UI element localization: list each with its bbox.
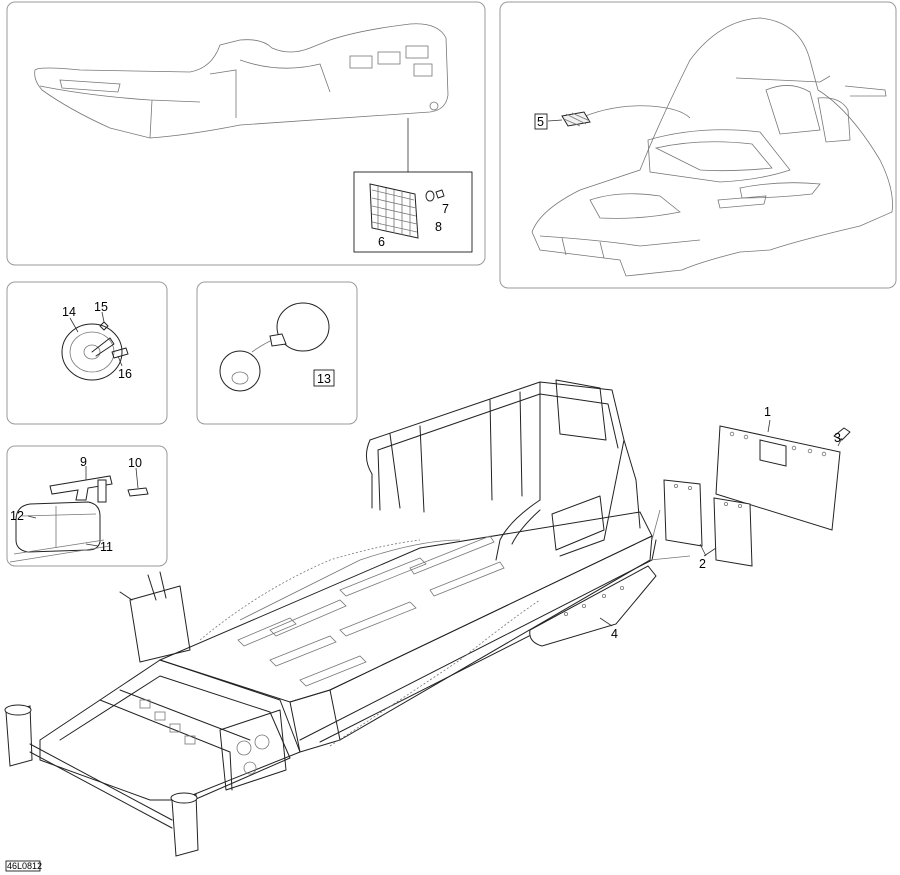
callout-9: 9: [80, 455, 87, 469]
horn-collar: [269, 333, 287, 347]
callout-6: 6: [378, 235, 385, 249]
side-flap-left: [663, 479, 703, 547]
callout-4: 4: [611, 627, 618, 641]
side-skirt: [529, 565, 657, 647]
reflector-detail-box: [353, 171, 473, 253]
panel-hood: [499, 1, 897, 289]
callout-16: 16: [118, 367, 132, 381]
callout-14-leader: [69, 317, 79, 333]
callout-2: 2: [699, 557, 706, 571]
callout-1: 1: [764, 405, 771, 419]
callout-5-box: [534, 113, 548, 130]
hood-illustration: [531, 17, 893, 277]
callout-10-leader: [135, 467, 139, 489]
reflector-washer: [425, 190, 435, 202]
reflector-detail: [353, 171, 473, 253]
wheel-nut: [99, 321, 109, 331]
bag-illustration: [9, 475, 149, 563]
callout-5: 5: [537, 115, 544, 129]
horn-illustration: [219, 302, 330, 392]
hitch-wheel-illustration: [61, 321, 129, 381]
rack-front-bracket: [129, 585, 191, 663]
callout-2b-leader: [703, 547, 717, 557]
diagram-code-box: [5, 860, 41, 872]
horn-bell: [219, 350, 261, 392]
seat-illustration: [34, 23, 449, 139]
cargo-rack-illustration: [4, 379, 657, 857]
side-flap-right: [713, 497, 753, 567]
callout-1-leader: [767, 419, 771, 433]
callout-16-leader: [117, 355, 123, 367]
wheel-bolt: [111, 347, 129, 359]
bag-pin: [127, 487, 149, 497]
reflector-screw: [435, 189, 445, 199]
callout-13-box: [313, 369, 335, 387]
callout-4-leader: [599, 617, 613, 627]
callout-8: 8: [435, 220, 442, 234]
callout-3-leader: [837, 437, 843, 447]
horn-bulb: [276, 302, 330, 352]
callout-11-leader: [85, 543, 99, 547]
callout-3: 3: [834, 431, 841, 445]
mud-flap-illustration: [529, 425, 851, 647]
callout-13: 13: [317, 372, 331, 386]
diagram-code: 46L0812: [7, 861, 42, 871]
panel-horn: [196, 281, 358, 425]
callout-5-leader: [547, 119, 563, 122]
callout-11: 11: [100, 540, 113, 554]
callout-10: 10: [128, 456, 142, 470]
bag-bracket-plate: [97, 479, 107, 503]
callout-7: 7: [442, 202, 449, 216]
callout-12: 12: [10, 509, 24, 523]
rack-rear-bracket: [555, 379, 607, 441]
rear-flap: [715, 425, 841, 531]
callout-12-leader: [27, 515, 37, 519]
callout-15-leader: [101, 311, 105, 323]
bag-bracket: [49, 475, 113, 501]
callout-2-leader: [699, 543, 707, 557]
flap-fastener: [833, 427, 851, 441]
callout-14: 14: [62, 305, 76, 319]
callout-15: 15: [94, 300, 108, 314]
